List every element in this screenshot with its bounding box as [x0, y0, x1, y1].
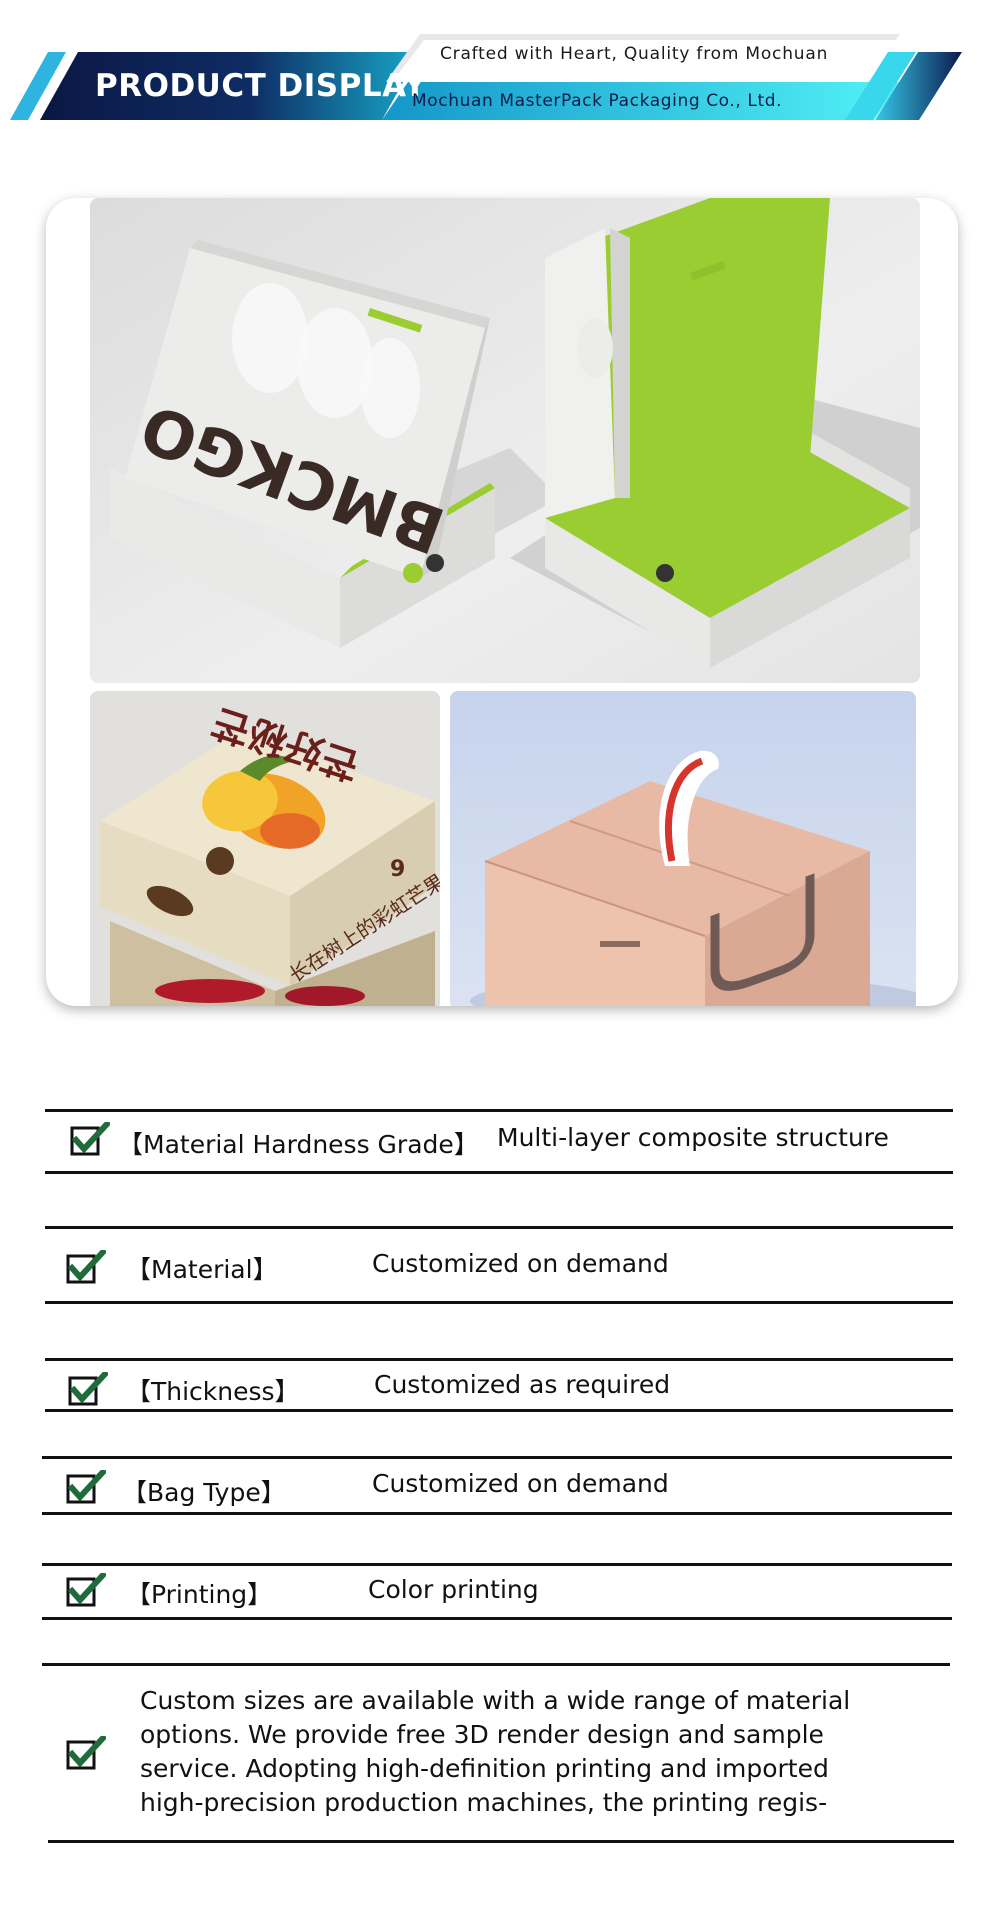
spec-label: 【Material】 [126, 1255, 278, 1284]
header-banner: PRODUCT DISPLAY Crafted with Heart, Qual… [0, 30, 1000, 130]
spec-label: 【Bag Type】 [122, 1478, 286, 1507]
banner-graphic [10, 34, 962, 120]
spec-divider [42, 1563, 952, 1566]
spec-value: Customized as required [374, 1370, 671, 1399]
checkbox-check-icon [68, 1372, 108, 1406]
spec-value: Customized on demand [372, 1249, 669, 1278]
product-gallery-card: BMCKGO [46, 198, 958, 1006]
spec-label: 【Thickness】 [126, 1377, 300, 1406]
photo-mango-box: 芒好秘芒 长在树上的彩虹芒果 9 [90, 691, 440, 1006]
spec-value: Color printing [368, 1575, 539, 1604]
banner-title: PRODUCT DISPLAY [95, 68, 427, 104]
spec-label: 【Printing】 [126, 1580, 273, 1609]
spec-label: 【Material Hardness Grade】 [118, 1130, 479, 1159]
banner-company: Mochuan MasterPack Packaging Co., Ltd. [412, 91, 783, 111]
spec-divider [45, 1358, 953, 1361]
spec-divider [42, 1512, 952, 1515]
photo-mailer-boxes: BMCKGO [90, 198, 920, 683]
spec-divider [45, 1301, 953, 1304]
spec-divider [45, 1109, 953, 1112]
spec-divider [48, 1840, 954, 1843]
spec-divider [45, 1226, 953, 1229]
checkbox-check-icon [70, 1122, 110, 1156]
checkbox-check-icon [66, 1250, 106, 1284]
checkbox-check-icon [66, 1470, 106, 1504]
checkbox-check-icon [66, 1736, 106, 1770]
photo-kraft-box [450, 691, 916, 1006]
spec-divider [45, 1171, 953, 1174]
banner-slogan: Crafted with Heart, Quality from Mochuan [440, 44, 829, 64]
spec-divider [42, 1456, 952, 1459]
spec-divider [45, 1409, 953, 1412]
checkbox-check-icon [66, 1573, 106, 1607]
spec-divider [42, 1663, 950, 1666]
svg-text:9: 9 [390, 857, 405, 882]
spec-divider [42, 1617, 952, 1620]
spec-value: Customized on demand [372, 1469, 669, 1498]
spec-value: Multi-layer composite structure [497, 1123, 889, 1152]
description-text: Custom sizes are available with a wide r… [140, 1686, 851, 1817]
